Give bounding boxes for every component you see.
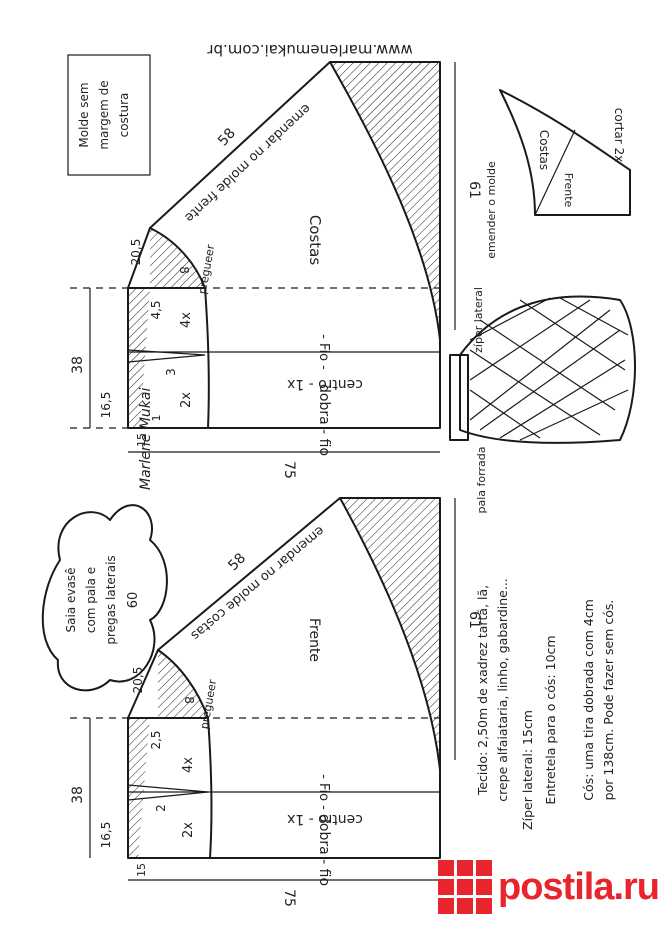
back-center-label: centro - 1x: [287, 376, 363, 392]
back-seam-label: emendar no molde frente: [181, 100, 313, 225]
front-center-label: centro - 1x: [287, 811, 363, 827]
front-dim-diag: 58: [225, 550, 249, 574]
front-pleat-label: pregueer: [198, 678, 220, 730]
front-dim-25: 2,5: [149, 730, 163, 749]
front-dim-hip: 16,5: [99, 822, 113, 849]
cut-count-label: cortar 2x: [612, 108, 626, 162]
logo-squares-icon: [438, 860, 492, 914]
back-pattern-piece: Costas emendar no molde frente pregueer …: [70, 61, 482, 479]
title-line-4: 60: [126, 592, 141, 609]
cut-back-label: Costas: [537, 130, 551, 170]
back-dim-3: 3: [164, 368, 178, 376]
back-fold-label: dobra - fio: [316, 384, 332, 456]
back-dim-45: 4,5: [149, 300, 163, 319]
note-line-3: costura: [117, 93, 131, 138]
materials-line-5: Cós: uma tira dobrada com 4cm: [581, 599, 596, 801]
cut-front-label: Frente: [562, 173, 575, 208]
title-cloud: Saia evasê com pala e pregas laterais 60: [41, 504, 168, 692]
materials-line-3: Zíper lateral: 15cm: [520, 710, 535, 830]
back-dim-1: 1: [150, 415, 163, 422]
back-dim-length: 75: [281, 461, 297, 479]
front-dim-width: 38: [70, 786, 86, 804]
note-line-1: Molde sem: [77, 82, 91, 147]
back-dim-4x: 4x: [179, 312, 194, 328]
front-dim-length: 75: [281, 889, 297, 907]
materials-line-2: crepe alfaiataria, linho, gabardine...: [495, 578, 510, 802]
back-dim-hip: 16,5: [99, 392, 113, 419]
site-url: www.marlenemukai.com.br: [206, 41, 412, 59]
front-piece-label: Frente: [306, 618, 322, 662]
back-dim-diag: 58: [215, 125, 239, 149]
back-dim-yoke: 20,5: [129, 239, 143, 266]
sketch-yoke-label: pala forrada: [475, 447, 488, 514]
front-dim-side: 61: [466, 611, 482, 629]
front-dim-yoke: 20,5: [131, 667, 145, 694]
materials-line-1: Tecido: 2,50m de xadrez tartã, lã,: [475, 585, 490, 796]
cut-join-label: emender o molde: [485, 161, 498, 259]
front-grain-label: - Fio -: [316, 774, 331, 810]
back-dim-width: 38: [70, 356, 86, 374]
cut-layout: Costas Frente emender o molde cortar 2x: [485, 89, 631, 259]
signature: Marlene Mukai: [138, 388, 154, 490]
back-grain-label: - Fio -: [316, 334, 331, 370]
back-dim-8: 8: [177, 266, 191, 274]
front-dim-2: 2: [154, 804, 168, 812]
materials-line-6: por 138cm. Pode fazer sem cós.: [601, 600, 616, 801]
back-piece-label: Costas: [306, 215, 324, 266]
brand-logo: postila.ru: [438, 853, 660, 921]
front-dim-8: 8: [182, 696, 196, 704]
front-dim-15: 15: [135, 863, 148, 877]
back-dim-15: 15: [135, 433, 148, 447]
title-line-3: pregas laterais: [104, 555, 118, 644]
sketch-zip-label: zíper lateral: [472, 287, 485, 353]
front-dim-2x: 2x: [181, 822, 196, 838]
note-line-2: margem de: [97, 80, 111, 149]
materials-notes: Tecido: 2,50m de xadrez tartã, lã, crepe…: [475, 578, 616, 830]
brand-name: postila.ru: [498, 865, 660, 908]
front-seam-label: emendar no molde costas: [187, 523, 326, 643]
title-line-1: Saia evasê: [64, 568, 78, 633]
materials-line-4: Entretela para o cós: 10cm: [543, 635, 558, 804]
note-box: Molde sem margem de costura: [67, 54, 151, 176]
back-dim-side: 61: [466, 181, 482, 199]
front-fold-label: dobra - fio: [316, 814, 332, 886]
back-dim-2x: 2x: [179, 392, 194, 408]
front-pattern-piece: Frente emendar no molde costas pregueer …: [70, 497, 482, 907]
title-line-2: com pala e: [84, 567, 98, 633]
front-dim-4x: 4x: [181, 757, 196, 773]
skirt-sketch: zíper lateral pala forrada: [449, 287, 636, 514]
